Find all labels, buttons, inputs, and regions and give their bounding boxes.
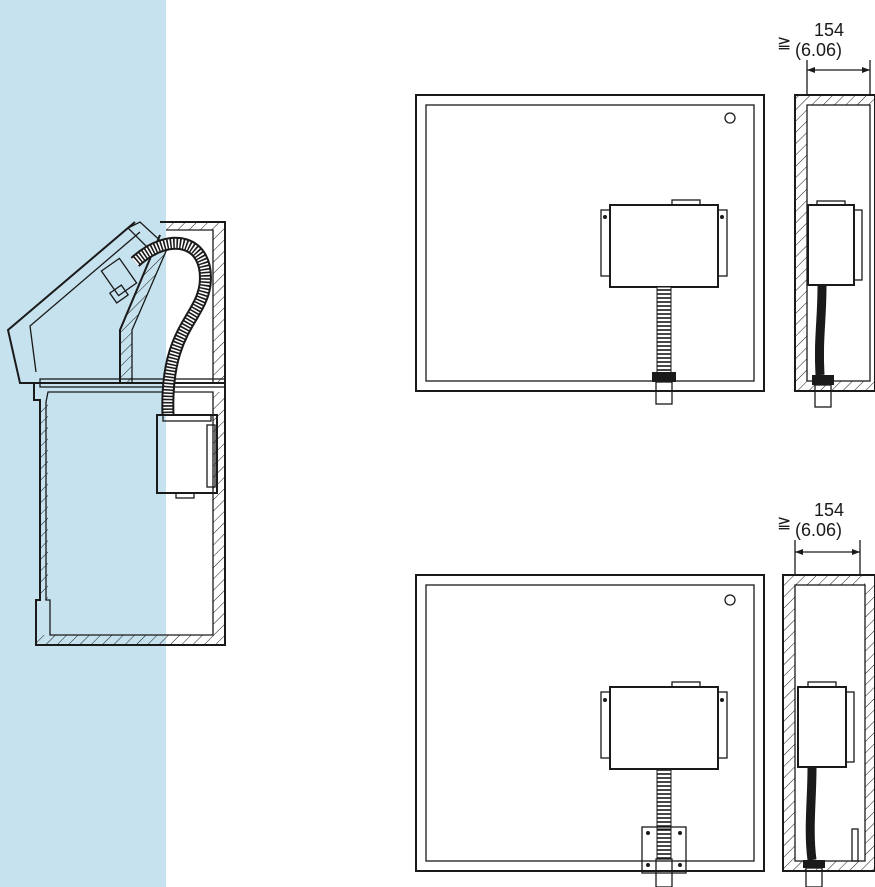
dim-bottom-symbol: ≧ [777, 513, 791, 533]
wall-panel [0, 0, 166, 887]
side-view-bottom [782, 540, 875, 887]
front-view-top [415, 94, 765, 405]
front-view-bottom [415, 574, 765, 887]
dim-top-value-inch: (6.06) [795, 40, 842, 60]
dim-bottom-value: 154 [814, 500, 844, 520]
dim-top-symbol: ≧ [777, 33, 791, 53]
side-section-view [6, 221, 226, 646]
dim-top-value: 154 [814, 20, 844, 40]
side-view-top [794, 60, 875, 408]
dim-bottom-value-inch: (6.06) [795, 520, 842, 540]
